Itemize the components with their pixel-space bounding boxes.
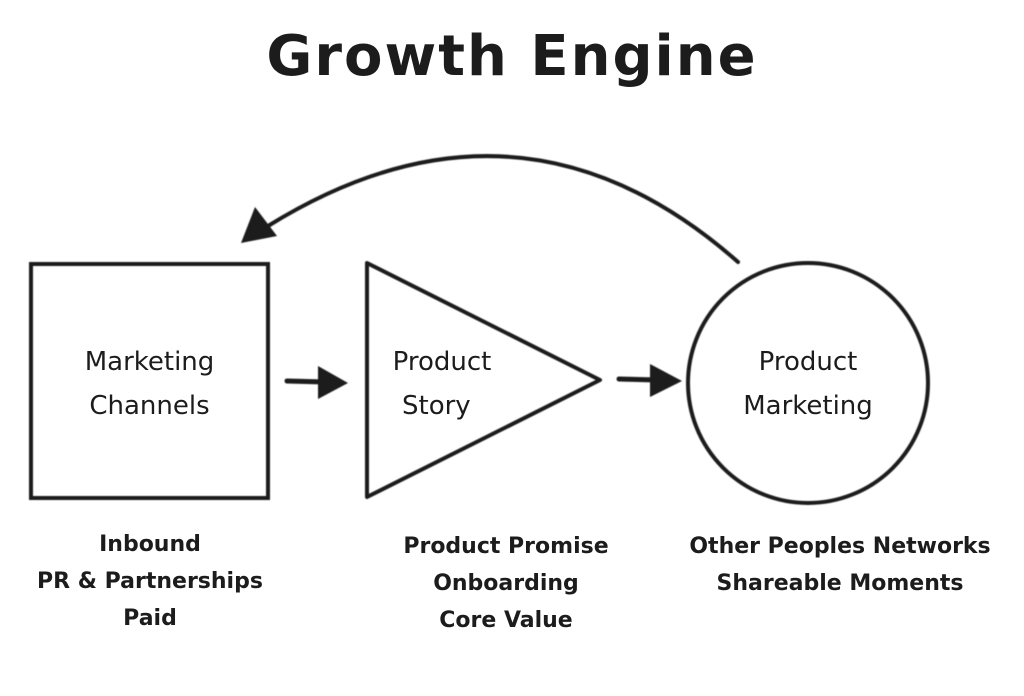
diagram-title: Growth Engine bbox=[266, 24, 758, 89]
product-story-label-line-2: Story bbox=[402, 391, 471, 421]
product-marketing-circle bbox=[686, 261, 930, 505]
list-item: Paid bbox=[123, 606, 177, 631]
marketing-channels-label-line-2: Channels bbox=[89, 391, 210, 421]
product-marketing-label: Product Marketing bbox=[688, 340, 928, 428]
marketing-channels-label: Marketing Channels bbox=[31, 340, 268, 428]
product-marketing-items: Other Peoples Networks Shareable Moments bbox=[668, 528, 1012, 602]
list-item: Product Promise bbox=[403, 534, 609, 559]
list-item: Other Peoples Networks bbox=[689, 534, 991, 559]
product-story-label-line-1: Product bbox=[392, 347, 492, 377]
product-story-label: Product Story bbox=[362, 340, 522, 428]
product-marketing-label-line-2: Marketing bbox=[743, 391, 873, 421]
list-item: Inbound bbox=[99, 532, 201, 557]
list-item: Onboarding bbox=[433, 571, 579, 596]
marketing-channels-square bbox=[29, 262, 270, 500]
list-item: PR & Partnerships bbox=[37, 569, 263, 594]
marketing-channels-items: Inbound PR & Partnerships Paid bbox=[0, 526, 300, 637]
product-story-triangle bbox=[365, 261, 602, 499]
list-item: Shareable Moments bbox=[716, 571, 964, 596]
product-marketing-label-line-1: Product bbox=[758, 347, 858, 377]
arrow-channels-to-story bbox=[284, 366, 348, 399]
product-story-items: Product Promise Onboarding Core Value bbox=[356, 528, 656, 639]
list-item: Core Value bbox=[439, 608, 573, 633]
marketing-channels-label-line-1: Marketing bbox=[84, 347, 215, 377]
feedback-arc-arrow bbox=[241, 154, 740, 264]
arrow-story-to-marketing bbox=[616, 364, 682, 397]
